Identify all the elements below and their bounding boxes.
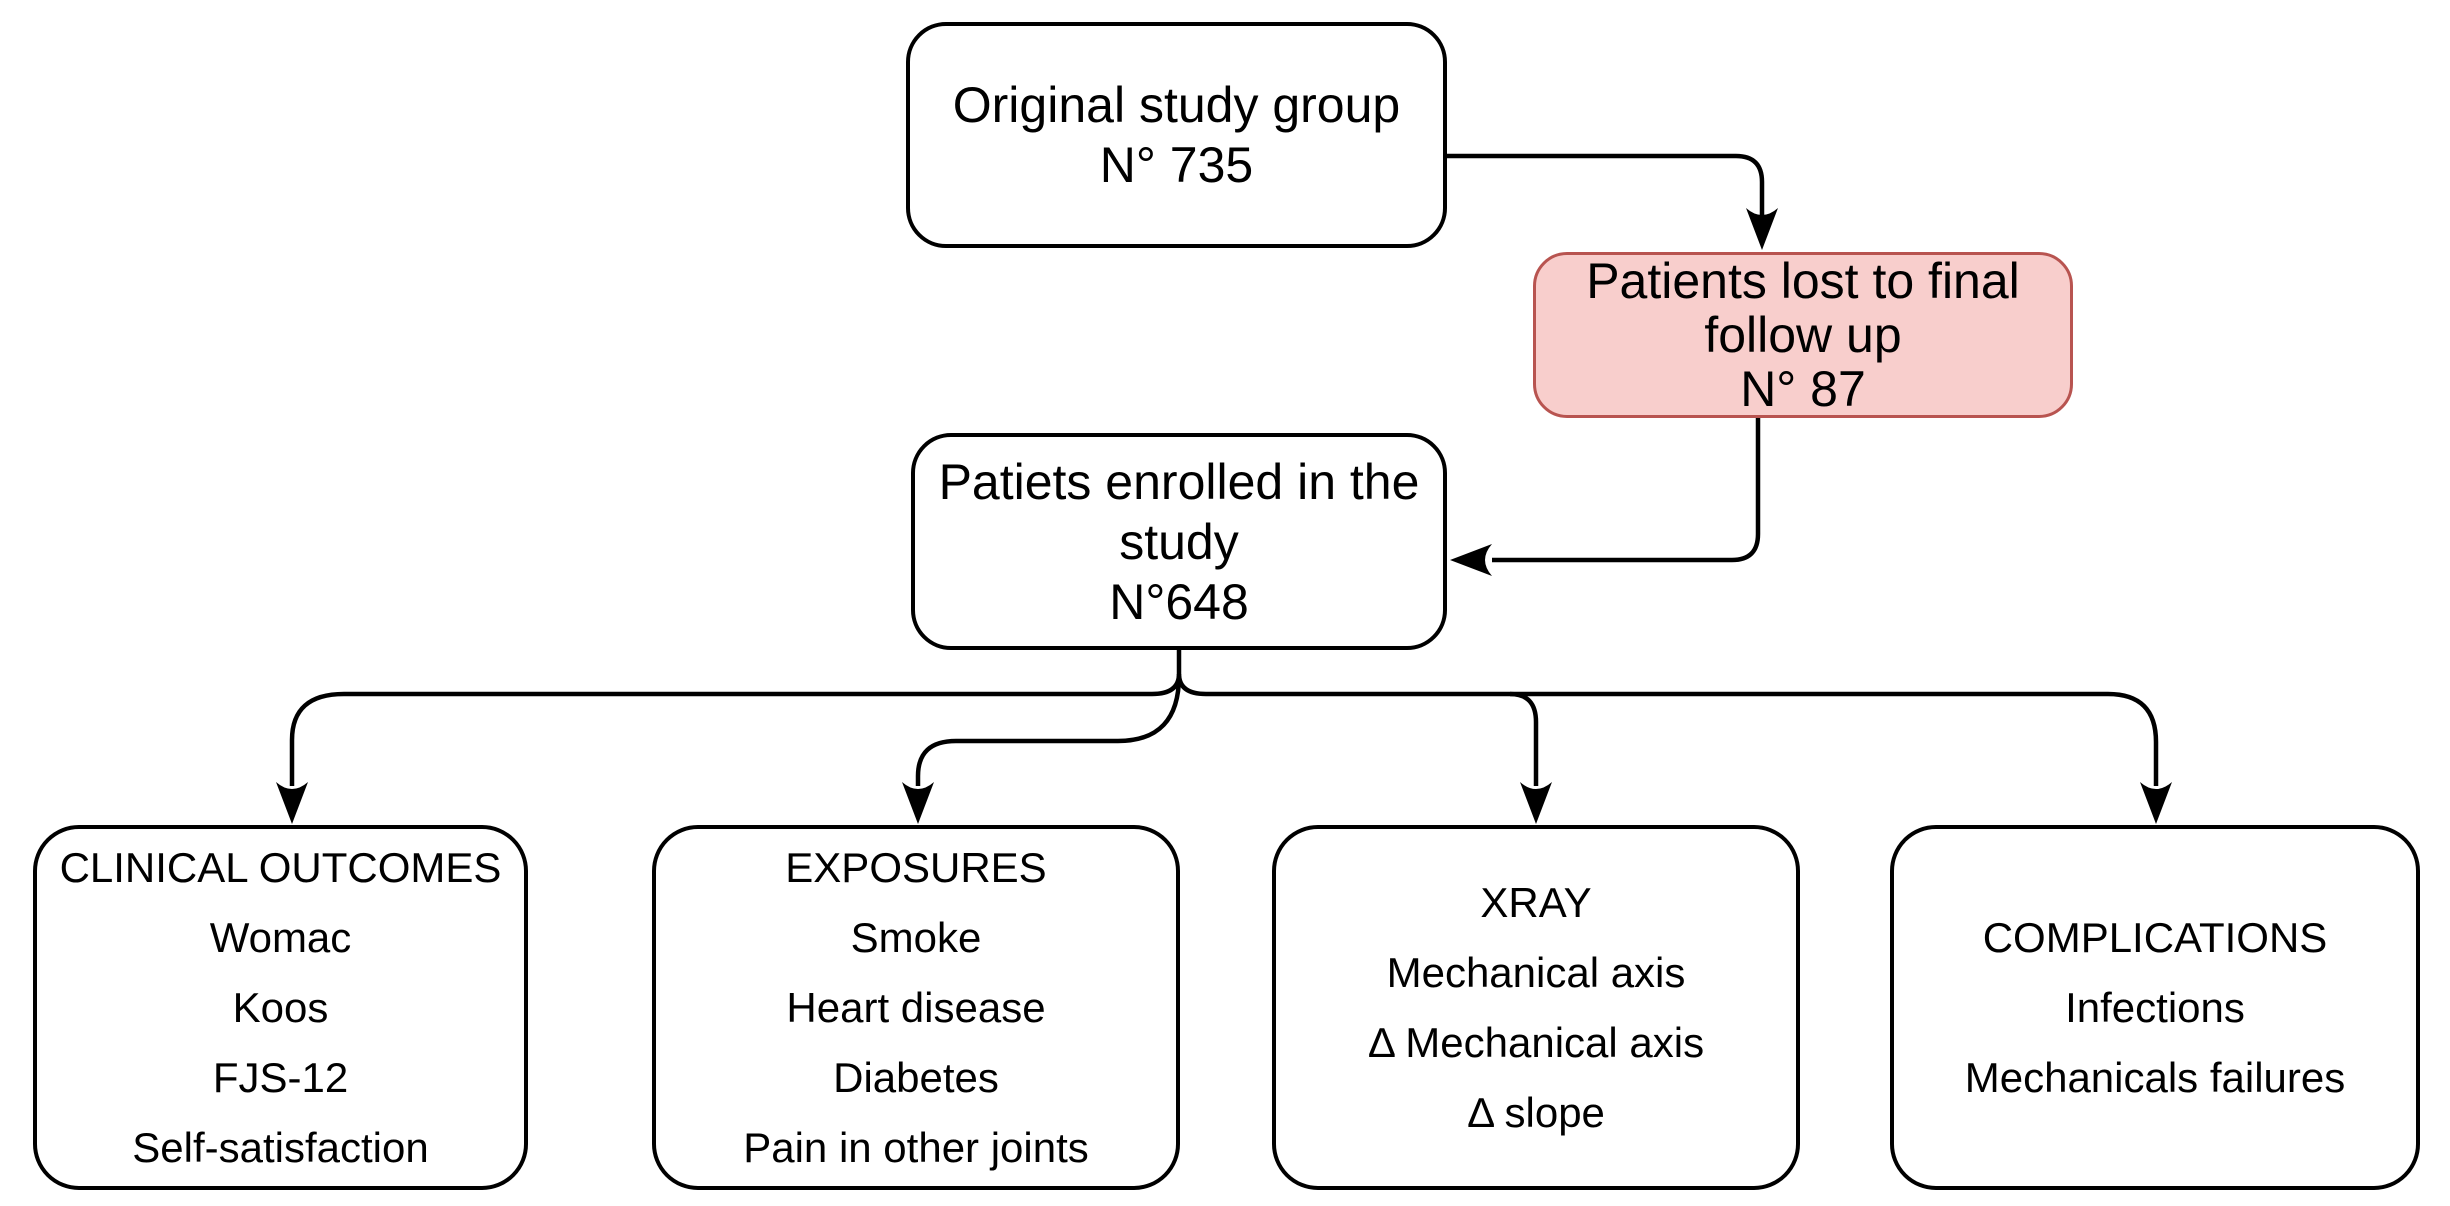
node-count: N° 87 — [1740, 361, 1866, 417]
node-patients-lost-to-follow-up: Patients lost to final follow up N° 87 — [1533, 252, 2073, 418]
node-heading: XRAY — [1480, 878, 1592, 926]
connector-original-to-lost — [1447, 153, 1765, 215]
arrowhead-into-enrolled — [1450, 544, 1492, 576]
node-line: Patiets enrolled in the — [938, 453, 1420, 510]
connector-branch-exposures — [915, 675, 1182, 786]
connector-lost-to-enrolled — [1492, 418, 1761, 563]
arrowhead-into-complications — [2140, 782, 2172, 824]
connector-branch-clinical — [289, 673, 1182, 786]
node-line: Δ slope — [1467, 1088, 1605, 1136]
node-line: Infections — [2065, 983, 2245, 1031]
node-line: Womac — [209, 913, 352, 961]
arrowhead-into-xray — [1520, 782, 1552, 824]
node-line: study — [1119, 513, 1239, 570]
node-exposures: EXPOSURES Smoke Heart disease Diabetes P… — [652, 825, 1180, 1190]
node-line: Mechanicals failures — [1964, 1053, 2346, 1101]
node-line: Patients lost to final — [1586, 253, 2020, 309]
node-heading: EXPOSURES — [785, 843, 1047, 891]
arrowhead-into-exposures — [902, 782, 934, 824]
node-line: follow up — [1704, 307, 1902, 363]
node-line: Diabetes — [833, 1053, 999, 1101]
node-line: Pain in other joints — [743, 1123, 1089, 1171]
node-line: Δ Mechanical axis — [1367, 1018, 1705, 1066]
connector-branch-xray — [1509, 691, 1539, 786]
node-count: N°648 — [1109, 573, 1249, 630]
node-line: Heart disease — [786, 983, 1046, 1031]
node-complications: COMPLICATIONS Infections Mechanicals fai… — [1890, 825, 2420, 1190]
node-line: Mechanical axis — [1386, 948, 1686, 996]
node-xray: XRAY Mechanical axis Δ Mechanical axis Δ… — [1272, 825, 1800, 1190]
connector-branch-complications — [1176, 673, 2159, 786]
node-original-study-group: Original study group N° 735 — [906, 22, 1447, 248]
node-line: Self-satisfaction — [132, 1123, 429, 1171]
node-heading: CLINICAL OUTCOMES — [59, 843, 502, 891]
node-clinical-outcomes: CLINICAL OUTCOMES Womac Koos FJS-12 Self… — [33, 825, 528, 1190]
node-heading: COMPLICATIONS — [1982, 913, 2328, 961]
node-line: Smoke — [850, 913, 982, 961]
node-count: N° 735 — [1099, 137, 1254, 193]
node-line: Koos — [232, 983, 329, 1031]
node-line: FJS-12 — [212, 1053, 349, 1101]
node-line: Original study group — [952, 77, 1401, 133]
node-patients-enrolled: Patiets enrolled in the study N°648 — [911, 433, 1447, 650]
arrowhead-into-clinical — [276, 782, 308, 824]
arrowhead-into-lost — [1746, 208, 1778, 250]
